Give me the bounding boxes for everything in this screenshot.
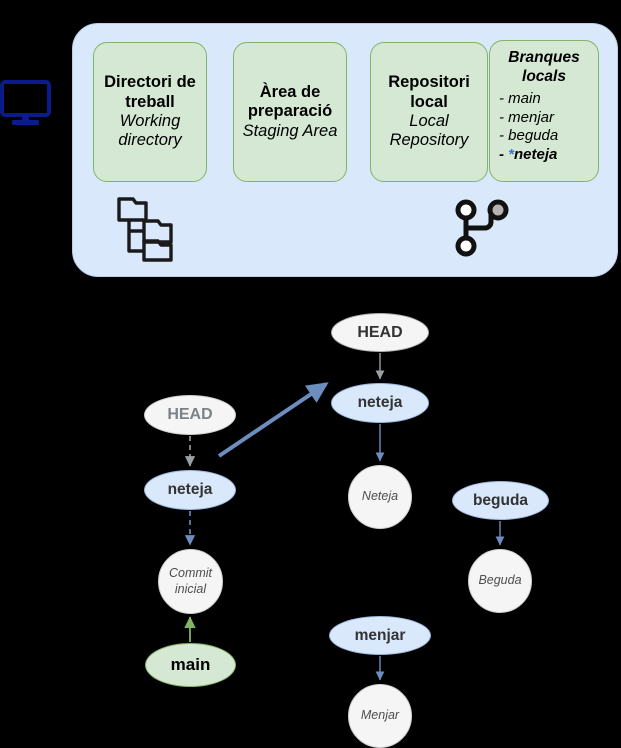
git-branch-icon [455,199,509,257]
local-branches-list: - main - menjar - beguda - *neteja [490,90,598,164]
working-directory-title: Directori de treball [104,73,196,111]
branch-item-main: - main [499,90,541,108]
node-menjar-branch[interactable]: menjar [329,616,431,655]
local-repository-title: Repositori local [388,73,470,111]
node-commit-beguda[interactable]: Beguda [468,549,532,613]
node-commit-neteja[interactable]: Neteja [348,465,412,529]
node-neteja-right[interactable]: neteja [331,383,429,423]
current-branch-star: * [508,145,515,163]
branch-item-beguda: - beguda [499,127,559,145]
node-main-branch[interactable]: main [145,643,236,687]
node-beguda-branch[interactable]: beguda [452,481,549,520]
commit-inicial-line1: Commit [168,566,213,581]
working-directory-box: Directori de treball Working directory [93,42,207,182]
working-directory-subtitle: Working directory [118,112,182,150]
staging-area-subtitle: Staging Area [242,121,338,140]
staging-area-box: Àrea de preparació Staging Area [233,42,347,182]
staging-area-title: Àrea de preparació [247,82,333,121]
branch-item-menjar: - menjar [499,108,555,126]
monitor-icon [0,80,51,125]
node-commit-menjar[interactable]: Menjar [348,684,412,748]
node-neteja-left[interactable]: neteja [144,470,236,510]
local-repository-box: Repositori local Local Repository [370,42,488,182]
node-head-left[interactable]: HEAD [144,395,236,435]
branch-item-neteja-current: - *neteja [499,145,558,163]
local-branches-box: Branques locals - main - menjar - beguda… [489,40,599,182]
local-branches-title: Branques locals [508,49,580,85]
local-repository-subtitle: Local Repository [389,112,469,150]
node-commit-inicial[interactable]: Commit inicial [158,549,223,614]
node-head-right[interactable]: HEAD [331,313,429,352]
commit-inicial-line2: inicial [174,581,207,596]
folder-tree-icon [117,197,173,262]
